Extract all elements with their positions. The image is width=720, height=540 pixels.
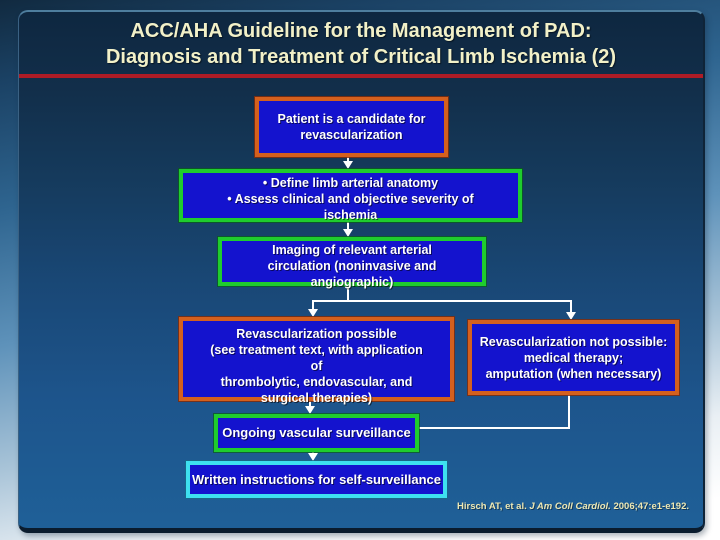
connector-line [347, 214, 349, 230]
flow-node-text: Imaging of relevant arterial circulation… [267, 243, 437, 289]
citation-journal: J Am Coll Cardiol. [529, 501, 611, 512]
flow-node-candidate: Patient is a candidate for revasculariza… [255, 97, 448, 157]
citation-reference: 2006;47:e1-e192. [610, 501, 689, 512]
arrowhead-down-icon [343, 161, 353, 169]
arrowhead-down-icon [305, 406, 315, 414]
flow-node-text: Patient is a candidate for revasculariza… [277, 112, 426, 142]
flow-node-text: • Define limb arterial anatomy • Assess … [227, 176, 474, 222]
connector-line [312, 300, 572, 302]
title-divider-rule [19, 74, 703, 78]
flow-node-text: Ongoing vascular surveillance [222, 425, 411, 440]
arrowhead-down-icon [343, 229, 353, 237]
flow-node-text: Revascularization possible (see treatmen… [210, 327, 423, 405]
flow-node-revascularization-not-possible: Revascularization not possible: medical … [468, 320, 679, 395]
arrowhead-down-icon [566, 312, 576, 320]
flow-node-text: Written instructions for self-surveillan… [192, 471, 441, 487]
flow-node-text: Revascularization not possible: medical … [479, 334, 668, 381]
flow-node-ongoing-surveillance: Ongoing vascular surveillance [214, 414, 419, 452]
connector-line [418, 427, 570, 429]
flow-node-revascularization-possible: Revascularization possible (see treatmen… [179, 317, 454, 405]
flow-node-written-instructions: Written instructions for self-surveillan… [186, 461, 447, 498]
connector-line [312, 300, 314, 310]
slide-card: ACC/AHA Guideline for the Management of … [18, 10, 705, 533]
arrowhead-down-icon [308, 453, 318, 461]
slide-title: ACC/AHA Guideline for the Management of … [105, 20, 617, 68]
flow-node-define-anatomy: • Define limb arterial anatomy • Assess … [179, 169, 522, 222]
arrowhead-down-icon [308, 309, 318, 317]
flow-node-imaging: Imaging of relevant arterial circulation… [218, 237, 486, 289]
citation: Hirsch AT, et al. J Am Coll Cardiol. 200… [457, 501, 689, 512]
connector-line [347, 278, 349, 302]
connector-line [570, 300, 572, 313]
connector-line [568, 387, 570, 429]
citation-authors: Hirsch AT, et al. [457, 501, 530, 512]
